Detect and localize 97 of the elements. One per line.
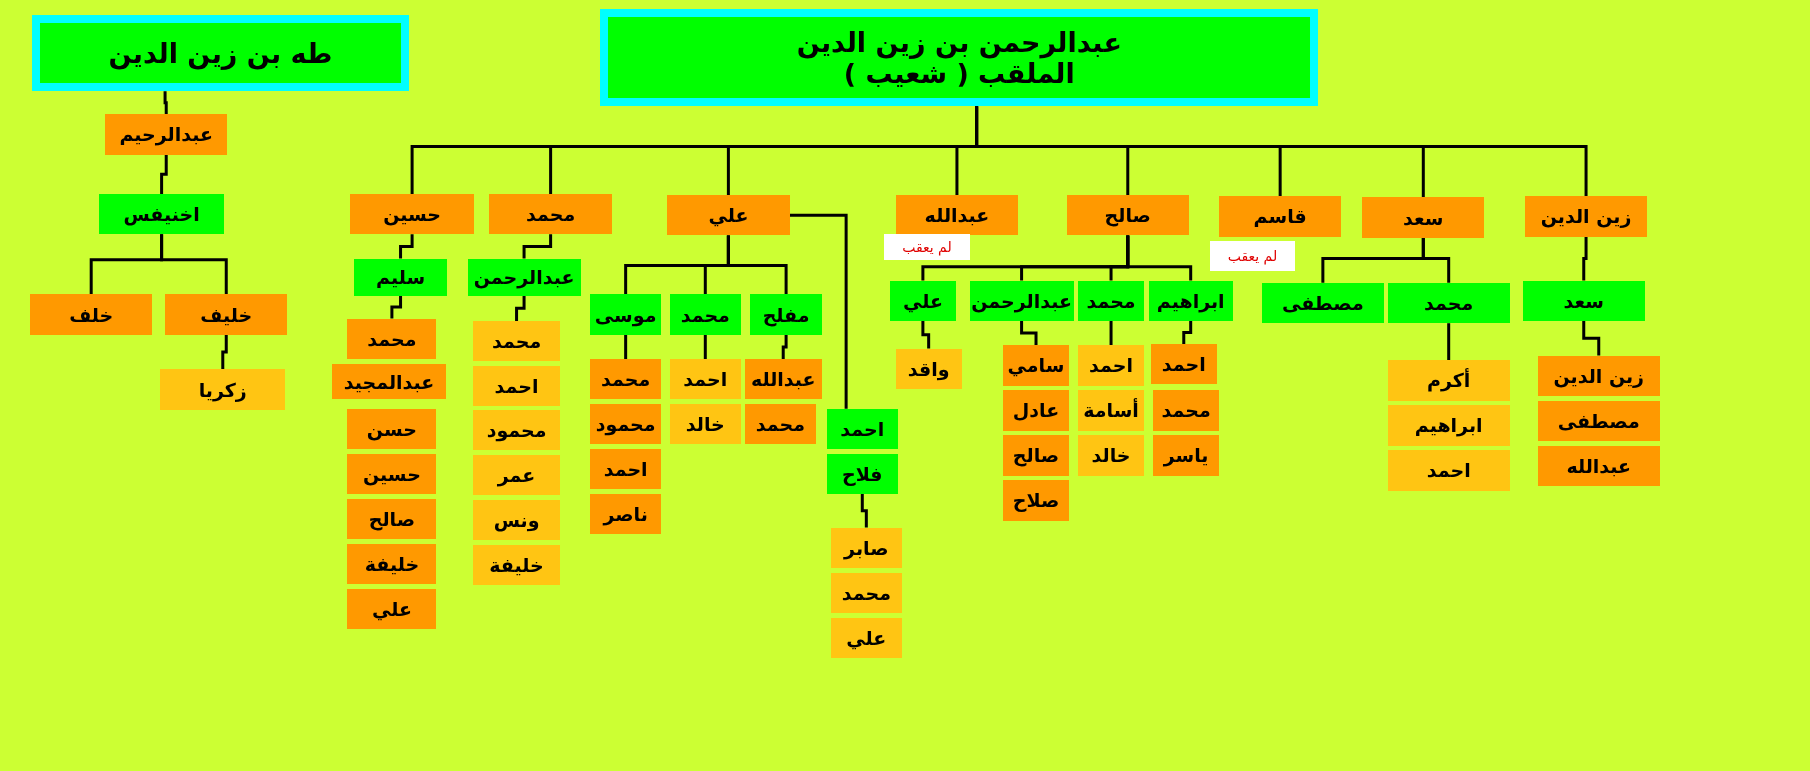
title-box (600, 9, 1319, 107)
name-box: ابراهيم (1148, 280, 1233, 321)
connector-line (781, 334, 788, 359)
name-box: خالد (1078, 435, 1144, 476)
connector-line (160, 234, 228, 295)
name-box: عبدالمجيد (332, 363, 446, 400)
name-box: سليم (354, 258, 447, 296)
name-box: احمد (589, 449, 662, 490)
name-box: صلاح (1003, 480, 1069, 521)
connector-line (860, 494, 868, 528)
name-box: صابر (831, 527, 902, 568)
name-box: عبدالله (1537, 445, 1660, 486)
name-box: عادل (1003, 390, 1069, 431)
connector-line (789, 213, 848, 409)
name-box: واقد (895, 348, 962, 389)
name-box: خلف (30, 294, 153, 335)
connector-line (726, 235, 788, 295)
name-box: محمد (473, 320, 560, 362)
name-box: سامي (1003, 345, 1069, 386)
connector-line (515, 295, 526, 321)
name-box: خالد (669, 404, 742, 445)
title-line: عبدالرحمن بن زين الدين (796, 26, 1122, 58)
connector-line (160, 154, 168, 194)
title-box: طه بن زين الدين (32, 15, 409, 92)
name-box: احمد (669, 359, 742, 400)
connector-line (1447, 323, 1451, 361)
name-box: ونس (473, 499, 560, 541)
name-box: علي (890, 280, 956, 321)
name-box: محمد (589, 359, 662, 400)
connector-line (1421, 237, 1451, 283)
name-box: زين الدين (1524, 196, 1648, 237)
name-box: عبدالله (744, 359, 822, 400)
name-box: محمد (669, 294, 742, 335)
name-box: احمد (1387, 450, 1510, 491)
name-box: علي (667, 195, 790, 236)
name-box: عبدالرحمن (467, 258, 581, 296)
name-box: حسين (349, 193, 475, 235)
name-box: ياسر (1153, 435, 1219, 476)
note-label: لم يعقب (1209, 241, 1296, 272)
name-box: محمد (744, 404, 817, 445)
name-box: أكرم (1387, 360, 1510, 401)
name-box: مصطفى (1261, 282, 1385, 324)
name-box: علي (347, 588, 437, 630)
name-box: احمد (1078, 345, 1144, 386)
name-box: محمود (589, 404, 662, 445)
connector-line (1182, 320, 1193, 344)
name-box: محمود (473, 409, 560, 451)
name-box: زين الدين (1537, 355, 1660, 396)
connector-line (1126, 235, 1193, 281)
connector-line (522, 234, 553, 259)
name-box: حسين (347, 453, 437, 495)
name-box: محمد (1387, 282, 1510, 324)
name-box: خليف (165, 294, 288, 335)
connector-line (703, 334, 707, 359)
name-box: احمد (826, 408, 899, 449)
connector-line (1020, 320, 1038, 346)
connector-line (221, 334, 228, 370)
name-box: محمد (831, 572, 902, 613)
connector-line (163, 91, 168, 115)
name-box: علي (831, 617, 902, 658)
name-box: محمد (347, 318, 437, 359)
connector-line (1582, 236, 1588, 281)
name-box: سعد (1522, 280, 1645, 321)
name-box: موسى (589, 294, 662, 335)
name-box: محمد (1153, 390, 1219, 431)
connector-line (921, 320, 931, 349)
name-box: عبدالرحمن (969, 280, 1074, 321)
name-box: ابراهيم (1387, 405, 1510, 446)
name-box: مصطفى (1537, 400, 1660, 441)
name-box: صالح (1066, 195, 1189, 236)
name-box: احمد (1150, 344, 1217, 385)
name-box: قاسم (1218, 196, 1342, 237)
name-box: حسن (347, 408, 437, 449)
connector-line (390, 295, 403, 319)
connector-line (624, 334, 628, 359)
name-box: عبدالرحيم (105, 114, 228, 155)
name-box: صالح (347, 498, 437, 540)
name-box: عبدالله (895, 195, 1019, 236)
name-box: احمد (473, 365, 560, 407)
name-box: مفلح (750, 294, 822, 335)
name-box: أسامة (1078, 390, 1144, 431)
connector-line (975, 106, 1588, 197)
name-box: فلاح (826, 453, 899, 495)
name-box: عمر (473, 454, 560, 496)
name-box: زكريا (160, 369, 286, 410)
name-box: خليفة (473, 544, 560, 586)
name-box: اخنيفس (99, 193, 224, 235)
connector-line (1109, 320, 1113, 346)
name-box: محمد (1078, 280, 1144, 321)
name-box: خليفة (347, 543, 437, 585)
name-box: محمد (489, 193, 612, 235)
connector-line (399, 234, 414, 259)
name-box: ناصر (589, 494, 662, 535)
name-box: صالح (1003, 435, 1069, 476)
name-box: سعد (1362, 197, 1485, 238)
connector-line (1582, 320, 1601, 356)
note-label: لم يعقب (884, 234, 970, 260)
